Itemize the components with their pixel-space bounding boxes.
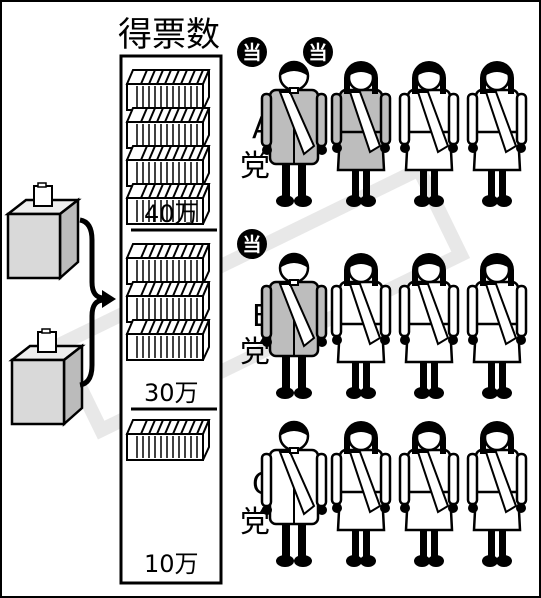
female-candidate-figure	[330, 251, 392, 401]
male-candidate-figure	[260, 60, 329, 209]
male-candidate-figure	[260, 420, 329, 569]
mark-label-40man: 40万	[144, 200, 199, 228]
money-bundle	[126, 69, 210, 111]
elected-badge-label: 当	[242, 233, 261, 256]
elected-badge-label: 当	[308, 41, 327, 64]
money-bundle	[126, 243, 210, 285]
elected-badge: 当	[237, 229, 267, 259]
party-a-suffix: 党	[240, 149, 270, 184]
flow-arrowhead	[102, 290, 116, 308]
mark-label-10man: 10万	[144, 550, 199, 578]
elected-badge: 当	[303, 37, 333, 67]
money-bundle	[126, 419, 210, 461]
ballot-box-upper	[6, 181, 80, 280]
elected-badge: 当	[237, 37, 267, 67]
flow-bracket-arrow	[79, 217, 105, 388]
female-candidate-figure	[466, 419, 528, 569]
money-bundle	[126, 107, 210, 149]
female-candidate-figure	[398, 419, 460, 569]
female-candidate-figure	[466, 251, 528, 401]
money-bundle	[126, 145, 210, 187]
money-bundle	[126, 319, 210, 361]
candidate-grid: 当当当	[237, 37, 528, 569]
vote-count-title: 得票数	[118, 15, 220, 55]
elected-badge-label: 当	[242, 41, 261, 64]
money-bundle	[126, 281, 210, 323]
female-candidate-figure	[466, 59, 528, 209]
mark-label-30man: 30万	[144, 379, 199, 407]
male-candidate-figure	[260, 252, 329, 401]
female-candidate-figure	[330, 419, 392, 569]
